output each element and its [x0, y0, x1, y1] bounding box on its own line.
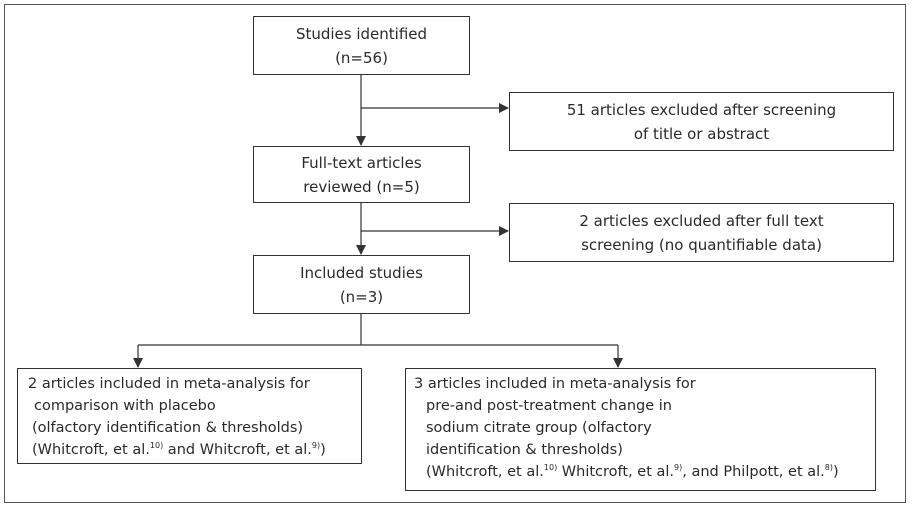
box-included-studies: Included studies (n=3) [253, 255, 470, 314]
left-line1: 2 articles included in meta-analysis for [28, 376, 310, 392]
left-ref-b: 9) [311, 441, 321, 450]
included-count: (n=3) [339, 287, 384, 306]
right-ref-c: 8) [824, 463, 833, 472]
right-line4: identification & thresholds) [426, 442, 623, 458]
box-excluded-fulltext: 2 articles excluded after full text scre… [509, 203, 894, 262]
right-citation: (Whitcroft, et al.10) Whitcroft, et al.9… [414, 461, 875, 483]
box-sodium-citrate: 3 articles included in meta-analysis for… [405, 368, 876, 491]
box-fulltext-reviewed: Full-text articles reviewed (n=5) [253, 146, 470, 203]
right-ref-a: 10) [543, 463, 558, 472]
left-line3: (olfactory identification & thresholds) [32, 420, 304, 436]
excluded-fulltext-line1: 2 articles excluded after full text [579, 211, 824, 230]
identified-label: Studies identified [295, 24, 428, 43]
identified-count: (n=56) [335, 48, 388, 67]
left-ref-a: 10) [149, 441, 164, 450]
right-cite-c: , and Philpott, et al. [682, 464, 825, 480]
right-cite-a: (Whitcroft, et al. [426, 464, 544, 480]
right-line1: 3 articles included in meta-analysis for [414, 376, 696, 392]
excluded-screening-line2: of title or abstract [633, 124, 770, 143]
right-line2: pre-and post-treatment change in [426, 398, 672, 414]
right-cite-end: ) [833, 464, 839, 480]
fulltext-line1: Full-text articles [301, 153, 422, 172]
fulltext-line2: reviewed (n=5) [303, 177, 420, 196]
excluded-screening-line1: 51 articles excluded after screening [566, 100, 837, 119]
box-studies-identified: Studies identified (n=56) [253, 16, 470, 75]
right-cite-b: Whitcroft, et al. [557, 464, 675, 480]
excluded-fulltext-line2: screening (no quantifiable data) [581, 235, 822, 254]
box-placebo-comparison: 2 articles included in meta-analysis for… [17, 368, 362, 464]
left-citation: (Whitcroft, et al.10) and Whitcroft, et … [28, 439, 361, 461]
left-cite-end: ) [320, 442, 326, 458]
right-line3: sodium citrate group (olfactory [426, 420, 652, 436]
diagram-frame [4, 4, 906, 503]
box-excluded-screening: 51 articles excluded after screening of … [509, 92, 894, 151]
included-label: Included studies [300, 263, 423, 282]
right-ref-b: 9) [674, 463, 683, 472]
left-cite-b: and Whitcroft, et al. [163, 442, 312, 458]
left-cite-a: (Whitcroft, et al. [32, 442, 150, 458]
left-line2: comparison with placebo [34, 398, 216, 414]
